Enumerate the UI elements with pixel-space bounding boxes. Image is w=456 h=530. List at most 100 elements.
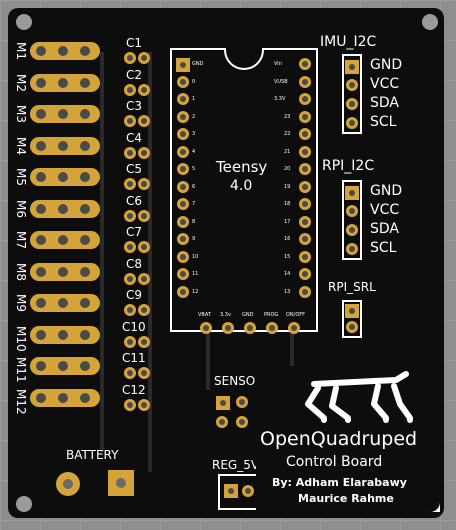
cap-pad xyxy=(138,335,150,348)
motor-pin-hole xyxy=(36,329,46,340)
teensy-pin-right xyxy=(299,75,311,88)
sensor-pin xyxy=(236,396,248,408)
motor-label: M3 xyxy=(14,105,28,123)
reg-pad-2 xyxy=(242,485,254,497)
teensy-footprint: Teensy 4.0 xyxy=(170,48,318,332)
cap-label: C7 xyxy=(126,225,143,239)
motor-label: M1 xyxy=(14,42,28,60)
imu-pin xyxy=(346,117,358,129)
sensor-title: SENSOR xyxy=(214,374,264,388)
motor-pin-hole xyxy=(80,392,90,403)
motor-pin-hole xyxy=(36,46,46,56)
motor-pin-hole xyxy=(58,109,68,119)
cap-label: C4 xyxy=(126,130,143,145)
teensy-pin-label-right: 22 xyxy=(284,131,291,137)
cap-pad xyxy=(138,146,150,159)
motor-pin-hole xyxy=(80,140,90,151)
teensy-pin-label-right: 20 xyxy=(284,166,291,172)
cap-pad xyxy=(124,178,136,190)
teensy-pin-right xyxy=(299,233,311,245)
rpi-i2c-header-title: RPI_I2C xyxy=(322,158,375,174)
teensy-pin-right xyxy=(299,93,311,105)
imu-pin-label: SDA xyxy=(370,95,399,111)
logo-by: By: Adham Elarabawy xyxy=(272,476,407,489)
sensor-pin xyxy=(216,396,230,410)
cap-pad xyxy=(124,272,136,285)
battery-pad-1 xyxy=(56,472,80,496)
cap-label: C11 xyxy=(122,351,146,365)
motor-pin-hole xyxy=(58,77,68,88)
cap-label: C6 xyxy=(126,193,143,208)
teensy-version: 4.0 xyxy=(230,178,253,194)
cap-pad xyxy=(138,367,150,379)
teensy-pin-label-left: 2 xyxy=(192,113,196,120)
logo-title: OpenQuadruped xyxy=(260,428,418,450)
trace xyxy=(100,52,104,452)
teensy-pin-left xyxy=(177,110,189,123)
logo-area: OpenQuadruped Control Board By: Adham El… xyxy=(256,366,440,512)
motor-pin-hole xyxy=(36,203,46,214)
motor-label: M6 xyxy=(14,199,28,218)
rpi-i2c-header xyxy=(342,180,362,260)
cap-label: C12 xyxy=(122,382,146,397)
motor-pin-hole xyxy=(80,329,90,340)
teensy-pin-right xyxy=(299,285,311,298)
teensy-pin-label-right: 16 xyxy=(284,236,291,242)
motor-pin-hole xyxy=(36,266,46,277)
teensy-pin-left xyxy=(177,233,189,245)
teensy-pin-left xyxy=(176,58,190,72)
teensy-pin-label-left: 9 xyxy=(192,236,196,242)
teensy-pin-label-left: 6 xyxy=(192,183,196,190)
cap-pad xyxy=(138,209,150,222)
quadruped-logo-icon xyxy=(305,371,413,423)
teensy-pin-label-left: 0 xyxy=(192,78,196,85)
motor-pin-hole xyxy=(36,235,46,245)
imu-pin xyxy=(346,98,358,110)
teensy-pin-right xyxy=(299,268,311,280)
rpi-i2c-pin-label: VCC xyxy=(370,202,400,218)
teensy-pin-right xyxy=(299,198,311,210)
motor-pin-hole xyxy=(36,298,46,308)
motor-pin-hole xyxy=(36,109,46,119)
teensy-pin-label-left: 1 xyxy=(192,96,196,102)
reg-pad-1 xyxy=(224,484,238,498)
cap-pad xyxy=(138,52,150,64)
teensy-pin-label-left: 7 xyxy=(192,201,196,207)
cap-pad xyxy=(124,304,136,316)
teensy-pin-label-bottom: ON/OFF xyxy=(286,312,306,318)
cap-pad xyxy=(138,178,150,190)
sensor-pin xyxy=(216,416,228,428)
teensy-pin-label-bottom: GND xyxy=(242,312,254,318)
teensy-pin-label-bottom: VBAT xyxy=(198,312,211,318)
rpi-srl-pad-1 xyxy=(345,304,359,318)
teensy-pin-bottom xyxy=(288,322,300,334)
motor-pin-hole xyxy=(80,109,90,119)
rpi-srl-pad-2 xyxy=(346,321,358,333)
teensy-pin-label-bottom: 3.3v xyxy=(220,312,231,318)
motor-label: M5 xyxy=(14,168,28,186)
teensy-pin-right xyxy=(299,58,311,70)
imu-header-title: IMU_I2C xyxy=(320,34,377,50)
rpi-i2c-pin xyxy=(346,205,358,217)
trace xyxy=(148,52,152,472)
cap-pad xyxy=(124,241,136,253)
cap-label: C1 xyxy=(126,36,143,50)
cap-pad xyxy=(124,398,136,411)
teensy-pin-label-right: 14 xyxy=(284,271,291,277)
teensy-pin-left xyxy=(177,215,189,228)
teensy-pin-bottom xyxy=(244,322,256,334)
imu-pin xyxy=(346,79,358,91)
battery-pad-2 xyxy=(108,470,134,496)
teensy-pin-label-left: 12 xyxy=(192,288,199,295)
imu-pin-label: VCC xyxy=(370,76,400,92)
teensy-pin-left xyxy=(177,163,189,175)
cap-pad xyxy=(138,115,150,127)
teensy-pin-label-right: 3.3V xyxy=(274,96,286,102)
sensor-pin xyxy=(236,416,248,428)
rpi-i2c-pin-label: SDA xyxy=(370,221,399,237)
motor-pin-hole xyxy=(58,203,68,214)
motor-pin-hole xyxy=(58,298,68,308)
cap-pad xyxy=(138,83,150,96)
teensy-pin-left xyxy=(177,180,189,193)
teensy-pin-left xyxy=(177,128,189,140)
